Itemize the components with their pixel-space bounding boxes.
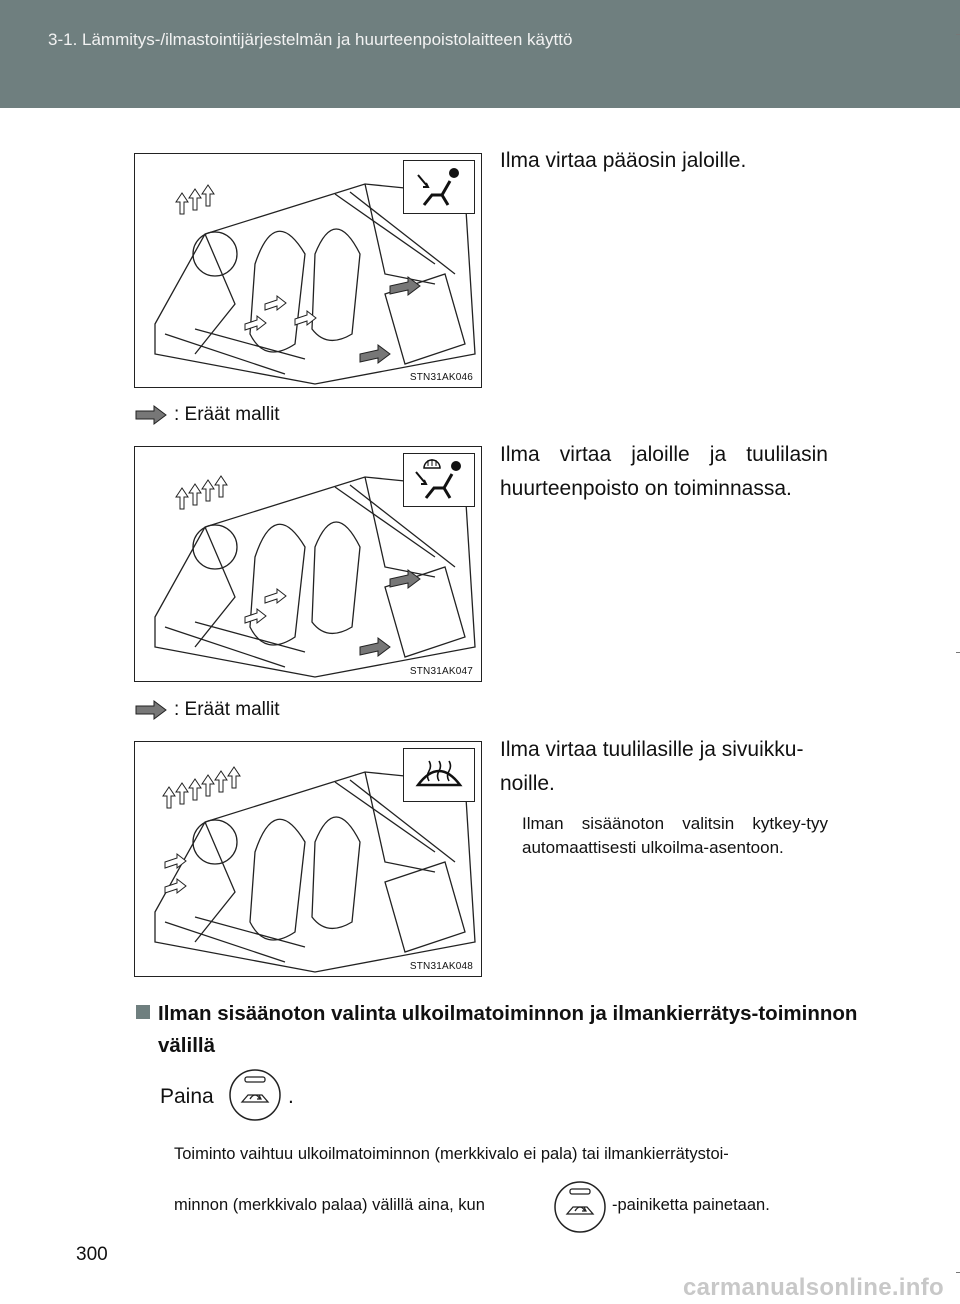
air-recirculation-icon xyxy=(229,1069,281,1121)
mode-indicator xyxy=(403,748,475,802)
figure-3-description: Ilma virtaa tuulilasille ja sivuikku-noi… xyxy=(500,738,804,795)
bullet-square xyxy=(136,1005,150,1019)
crop-mark xyxy=(956,1272,960,1273)
arrow-icon xyxy=(135,405,167,425)
air-recirculation-icon xyxy=(554,1181,606,1233)
airflow-illustration-1: STN31AK046 xyxy=(134,153,482,388)
windshield-defrost-icon xyxy=(415,760,463,787)
chapter-title: 3-1. Lämmitys-/ilmastointijärjestelmän j… xyxy=(48,30,573,49)
note-line-2: minnon (merkkivalo palaa) välillä aina, … xyxy=(174,1196,485,1214)
car-interior-drawing xyxy=(154,766,476,973)
feet-mode-icon xyxy=(417,168,459,206)
crop-mark xyxy=(956,34,960,35)
feet-defrost-mode-icon xyxy=(415,459,461,499)
arrow-icon xyxy=(135,700,167,720)
airflow-illustration-3: STN31AK048 xyxy=(134,741,482,977)
page-header: 3-1. Lämmitys-/ilmastointijärjestelmän j… xyxy=(0,0,960,108)
airflow-illustration-2: STN31AK047 xyxy=(134,446,482,682)
figure-code: STN31AK047 xyxy=(409,666,473,677)
press-instruction-end: . xyxy=(288,1085,294,1108)
figure-code: STN31AK048 xyxy=(409,961,473,972)
models-note-text: : Eräät mallit xyxy=(174,699,280,720)
section-heading-text: Ilman sisäänoton valinta ulkoilmatoiminn… xyxy=(158,1002,858,1057)
recirculation-button-icon-inline xyxy=(553,1180,607,1239)
figure-3-note: Ilman sisäänoton valitsin kytkey-tyy aut… xyxy=(522,814,828,857)
car-interior-drawing xyxy=(154,183,476,385)
page-number: 300 xyxy=(76,1244,108,1265)
recirculation-button-icon xyxy=(228,1068,282,1127)
mode-indicator xyxy=(403,453,475,507)
car-interior-drawing xyxy=(154,475,476,678)
models-note-2: : Eräät mallit xyxy=(134,699,280,721)
figure-code: STN31AK046 xyxy=(409,372,473,383)
mode-indicator xyxy=(403,160,475,214)
note-line-2-end: -painiketta painetaan. xyxy=(612,1196,770,1214)
models-note-text: : Eräät mallit xyxy=(174,404,280,425)
figure-1-description: Ilma virtaa pääosin jaloille. xyxy=(500,149,747,172)
figure-2-description: Ilma virtaa jaloille ja tuulilasin huurt… xyxy=(500,443,828,500)
press-instruction: Paina xyxy=(160,1085,214,1108)
crop-mark xyxy=(956,652,960,653)
watermark: carmanualsonline.info xyxy=(682,1274,944,1301)
models-note-1: : Eräät mallit xyxy=(134,404,280,426)
section-heading: Ilman sisäänoton valinta ulkoilmatoiminn… xyxy=(136,998,858,1062)
note-line-1: Toiminto vaihtuu ulkoilmatoiminnon (merk… xyxy=(174,1145,729,1163)
